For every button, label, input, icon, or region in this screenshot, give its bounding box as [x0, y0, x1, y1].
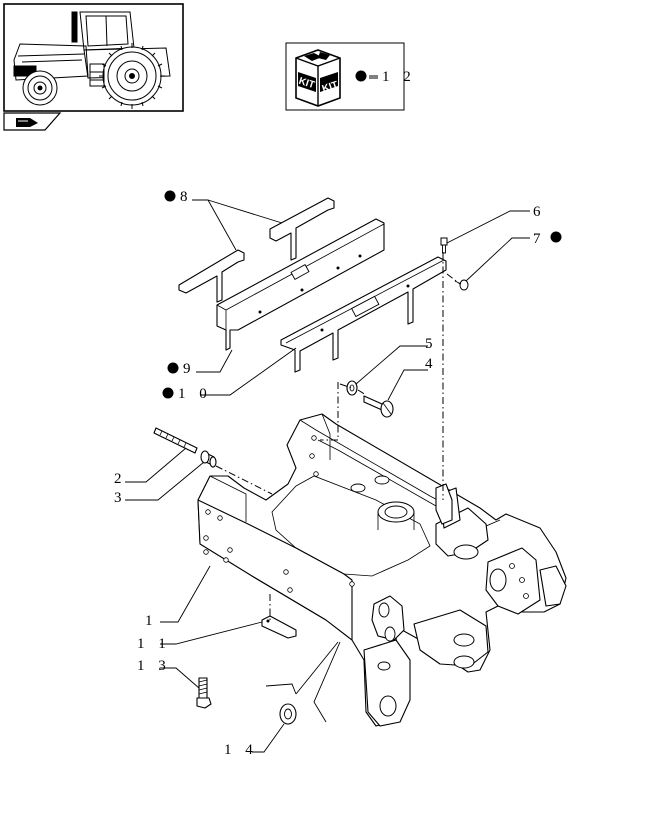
- tractor-icon: [13, 11, 171, 109]
- part-14-washer[interactable]: [279, 703, 297, 725]
- callout-10[interactable]: 1 0: [162, 386, 212, 402]
- callout-11[interactable]: 1 1: [137, 636, 171, 652]
- part-3-bushing[interactable]: [200, 450, 217, 468]
- callout-6[interactable]: 6: [533, 204, 546, 220]
- callout-2[interactable]: 2: [114, 471, 127, 487]
- callout-label: 8: [180, 189, 193, 205]
- callout-marker: [162, 387, 174, 399]
- callout-label: 1 4: [224, 742, 258, 758]
- callout-3[interactable]: 3: [114, 490, 127, 506]
- part-7-screw[interactable]: [454, 279, 469, 291]
- callout-9[interactable]: 9: [167, 361, 196, 377]
- kit-text-left: KIT: [297, 76, 316, 91]
- callout-label: 3: [114, 490, 127, 506]
- callout-label: 1: [145, 613, 158, 629]
- kit-marker-dot: [355, 70, 367, 82]
- part-6-bolt[interactable]: [440, 237, 448, 254]
- leader-lines: [125, 199, 530, 753]
- kit-text-right: KIT: [321, 80, 340, 95]
- callout-label: 5: [425, 336, 438, 352]
- callout-label: 1 1: [137, 636, 171, 652]
- callout-marker: [167, 362, 179, 374]
- part-1-frame[interactable]: [197, 413, 567, 727]
- callout-14[interactable]: 1 4: [224, 742, 258, 758]
- callout-label: 7: [533, 231, 546, 247]
- part-8-brackets[interactable]: [178, 197, 335, 303]
- part-10-rail[interactable]: [280, 256, 447, 373]
- callout-13[interactable]: 1 3: [137, 658, 171, 674]
- callout-label: 6: [533, 204, 546, 220]
- part-2-stud[interactable]: [153, 427, 198, 454]
- callout-label: 9: [183, 361, 196, 377]
- callout-1[interactable]: 1: [145, 613, 158, 629]
- callout-7[interactable]: 7: [533, 231, 562, 247]
- callout-label: 2: [114, 471, 127, 487]
- part-4-bolt[interactable]: [363, 395, 394, 418]
- callout-4[interactable]: 4: [425, 356, 438, 372]
- callout-5[interactable]: 5: [425, 336, 438, 352]
- callout-label: 1 3: [137, 658, 171, 674]
- callout-marker: [550, 231, 562, 243]
- tractor-thumbnail[interactable]: [3, 3, 184, 112]
- callout-8[interactable]: 8: [164, 189, 193, 205]
- part-9-plate[interactable]: [216, 218, 385, 351]
- nav-tab[interactable]: [3, 112, 62, 131]
- part-11-plate[interactable]: [261, 615, 297, 639]
- part-13-bolt[interactable]: [196, 677, 212, 709]
- callout-label: 4: [425, 356, 438, 372]
- callout-marker: [164, 190, 176, 202]
- callout-label: 1 0: [178, 386, 212, 402]
- assembly-centerlines: [215, 252, 461, 620]
- kit-label: 1 2: [382, 69, 416, 85]
- part-5-washer[interactable]: [346, 380, 358, 396]
- hand-pointer-icon: [16, 118, 38, 127]
- kit-box-icon: KIT KIT: [295, 49, 341, 107]
- kit-reference-box[interactable]: KIT KIT 1 2: [285, 42, 416, 111]
